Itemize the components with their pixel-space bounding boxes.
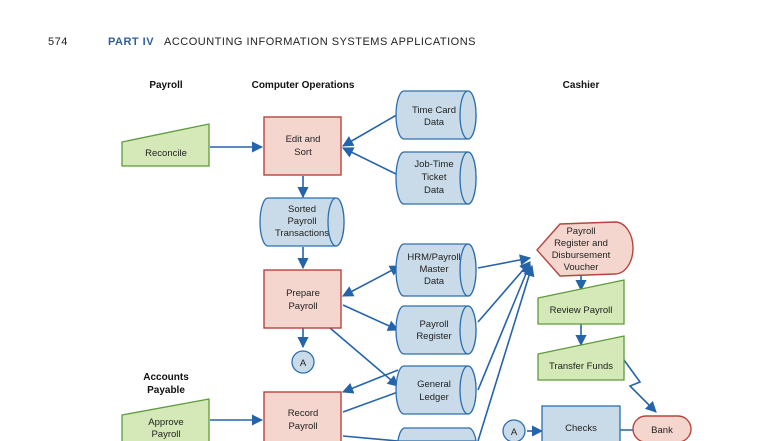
hrm-label-3: Data xyxy=(424,276,445,287)
edit-sort-label-2: Sort xyxy=(294,147,312,158)
job-time-label-3: Data xyxy=(424,185,445,196)
voucher-label-4: Voucher xyxy=(564,262,599,273)
ledger-label-2: Ledger xyxy=(419,392,449,403)
partial-bottom-db xyxy=(397,427,477,441)
payroll-register-db: Payroll Register xyxy=(395,305,477,355)
transfer-label: Transfer Funds xyxy=(549,361,613,372)
sorted-payroll-transactions-db: Sorted Payroll Transactions xyxy=(259,197,345,247)
voucher-label-3: Disbursement xyxy=(552,250,611,261)
column-cashier: Cashier xyxy=(563,80,600,91)
payroll-register-voucher-doc: Payroll Register and Disbursement Vouche… xyxy=(536,221,634,277)
approve-label-1: Approve xyxy=(148,417,183,428)
review-payroll-node: Review Payroll xyxy=(537,279,625,325)
reconcile-node: Reconcile xyxy=(121,123,210,167)
arrow-timecard-edit xyxy=(342,112,401,147)
column-accounts-payable-line2: Payable xyxy=(147,385,185,396)
arrow-prepare-hrm xyxy=(342,265,401,297)
arrow-ledger-voucher xyxy=(477,262,532,391)
arrow-record-down xyxy=(342,435,399,441)
column-computer-operations: Computer Operations xyxy=(252,80,355,91)
time-card-label-2: Data xyxy=(424,117,445,128)
arrow-record-ledger xyxy=(342,391,399,413)
checks-label: Checks xyxy=(565,423,597,434)
approve-label-2: Payroll xyxy=(151,429,180,440)
arrow-hrm-voucher xyxy=(477,254,532,269)
prepare-payroll-process: Prepare Payroll xyxy=(263,269,342,329)
page-number: 574 xyxy=(48,36,68,48)
approve-payroll-node: Approve Payroll xyxy=(121,398,210,441)
hrm-payroll-master-db: HRM/Payroll Master Data xyxy=(395,243,477,297)
part-label: PART IV xyxy=(108,36,155,48)
arrow-register-voucher xyxy=(477,261,531,323)
time-card-data-db: Time Card Data xyxy=(395,90,477,140)
record-label-1: Record xyxy=(288,408,319,419)
job-time-ticket-db: Job-Time Ticket Data xyxy=(395,151,477,205)
reconcile-label: Reconcile xyxy=(145,148,187,159)
connector-a-left-label: A xyxy=(300,358,307,369)
section-title: ACCOUNTING INFORMATION SYSTEMS APPLICATI… xyxy=(164,36,477,48)
flow-arrows xyxy=(210,112,657,441)
voucher-label-1: Payroll xyxy=(566,226,595,237)
prepare-label-1: Prepare xyxy=(286,288,320,299)
sorted-label-1: Sorted xyxy=(288,204,316,215)
arrow-prepare-register xyxy=(342,304,400,331)
sorted-label-3: Transactions xyxy=(275,228,329,239)
prepare-label-2: Payroll xyxy=(288,301,317,312)
arrow-jobtime-edit xyxy=(341,147,401,177)
transfer-funds-node: Transfer Funds xyxy=(537,335,625,381)
column-payroll: Payroll xyxy=(149,80,183,91)
record-label-2: Payroll xyxy=(288,421,317,432)
record-payroll-process: Record Payroll xyxy=(263,391,342,441)
bank-terminal: Bank xyxy=(632,415,692,441)
register-db-label-1: Payroll xyxy=(419,319,448,330)
checks-node: Checks xyxy=(541,405,621,441)
arrow-ledger-record xyxy=(341,369,399,394)
ledger-label-1: General xyxy=(417,379,451,390)
connector-a-right: A xyxy=(502,419,526,441)
time-card-label-1: Time Card xyxy=(412,105,456,116)
review-label: Review Payroll xyxy=(550,305,613,316)
sorted-label-2: Payroll xyxy=(287,216,316,227)
arrow-transfer-bank xyxy=(623,359,657,413)
arrow-bottom-voucher xyxy=(477,264,535,441)
connector-a-right-label: A xyxy=(511,427,518,438)
job-time-label-2: Ticket xyxy=(422,172,447,183)
voucher-label-2: Register and xyxy=(554,238,608,249)
bank-label: Bank xyxy=(651,425,673,436)
connector-a-left: A xyxy=(291,350,315,374)
edit-sort-process: Edit and Sort xyxy=(263,116,342,176)
edit-sort-label-1: Edit and xyxy=(286,134,321,145)
column-accounts-payable-line1: Accounts xyxy=(143,372,189,383)
general-ledger-db: General Ledger xyxy=(395,365,477,415)
job-time-label-1: Job-Time xyxy=(414,159,453,170)
hrm-label-1: HRM/Payroll xyxy=(407,252,460,263)
register-db-label-2: Register xyxy=(416,331,451,342)
arrow-prepare-ledger xyxy=(329,327,399,387)
hrm-label-2: Master xyxy=(419,264,448,275)
